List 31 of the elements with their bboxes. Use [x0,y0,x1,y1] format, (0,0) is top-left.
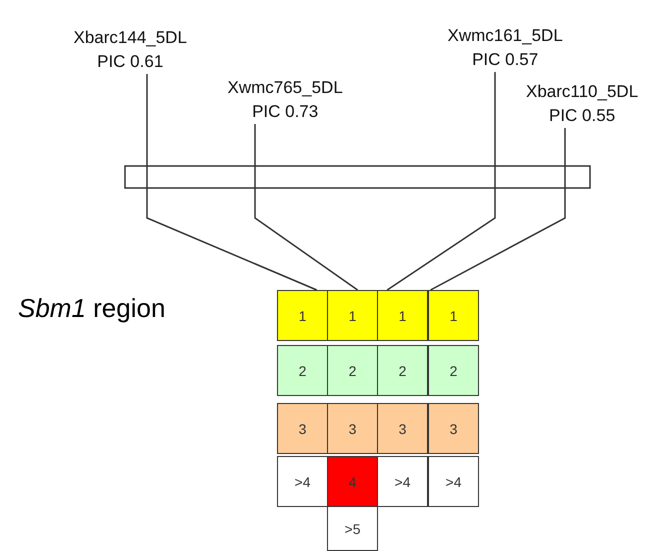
grid-cell: >4 [428,456,479,507]
marker-text: Xbarc110_5DL [526,81,638,103]
marker-text: PIC 0.61 [96,51,164,73]
marker-text: Xbarc144_5DL [74,27,187,49]
grid-cell: 3 [377,403,428,454]
grid-cell: 1 [277,290,328,341]
chromosome-bar [124,165,591,189]
grid-cell: >5 [327,506,378,551]
grid-cell: 2 [377,345,428,396]
region-label: Sbm1 region [18,293,166,324]
marker-text: Xwmc765_5DL [228,77,343,99]
grid-cell: 1 [428,290,479,341]
grid-cell: >4 [377,456,428,507]
grid-cell: 3 [428,403,479,454]
grid-cell: 2 [428,345,479,396]
leader-line [430,128,566,291]
marker-text: PIC 0.55 [548,105,616,127]
grid-cell: 2 [327,345,378,396]
grid-cell: 1 [377,290,428,341]
leader-line [146,74,318,291]
grid-cell: 4 [327,456,378,507]
marker-text: Xwmc161_5DL [448,25,563,47]
leader-line [254,124,358,291]
grid-cell: 3 [277,403,328,454]
leader-line [386,72,496,291]
grid-cell: 1 [327,290,378,341]
marker-text: PIC 0.73 [251,101,320,123]
grid-cell: >4 [277,456,328,507]
marker-text: PIC 0.57 [471,49,540,71]
grid-cell: 3 [327,403,378,454]
grid-cell: 2 [277,345,328,396]
